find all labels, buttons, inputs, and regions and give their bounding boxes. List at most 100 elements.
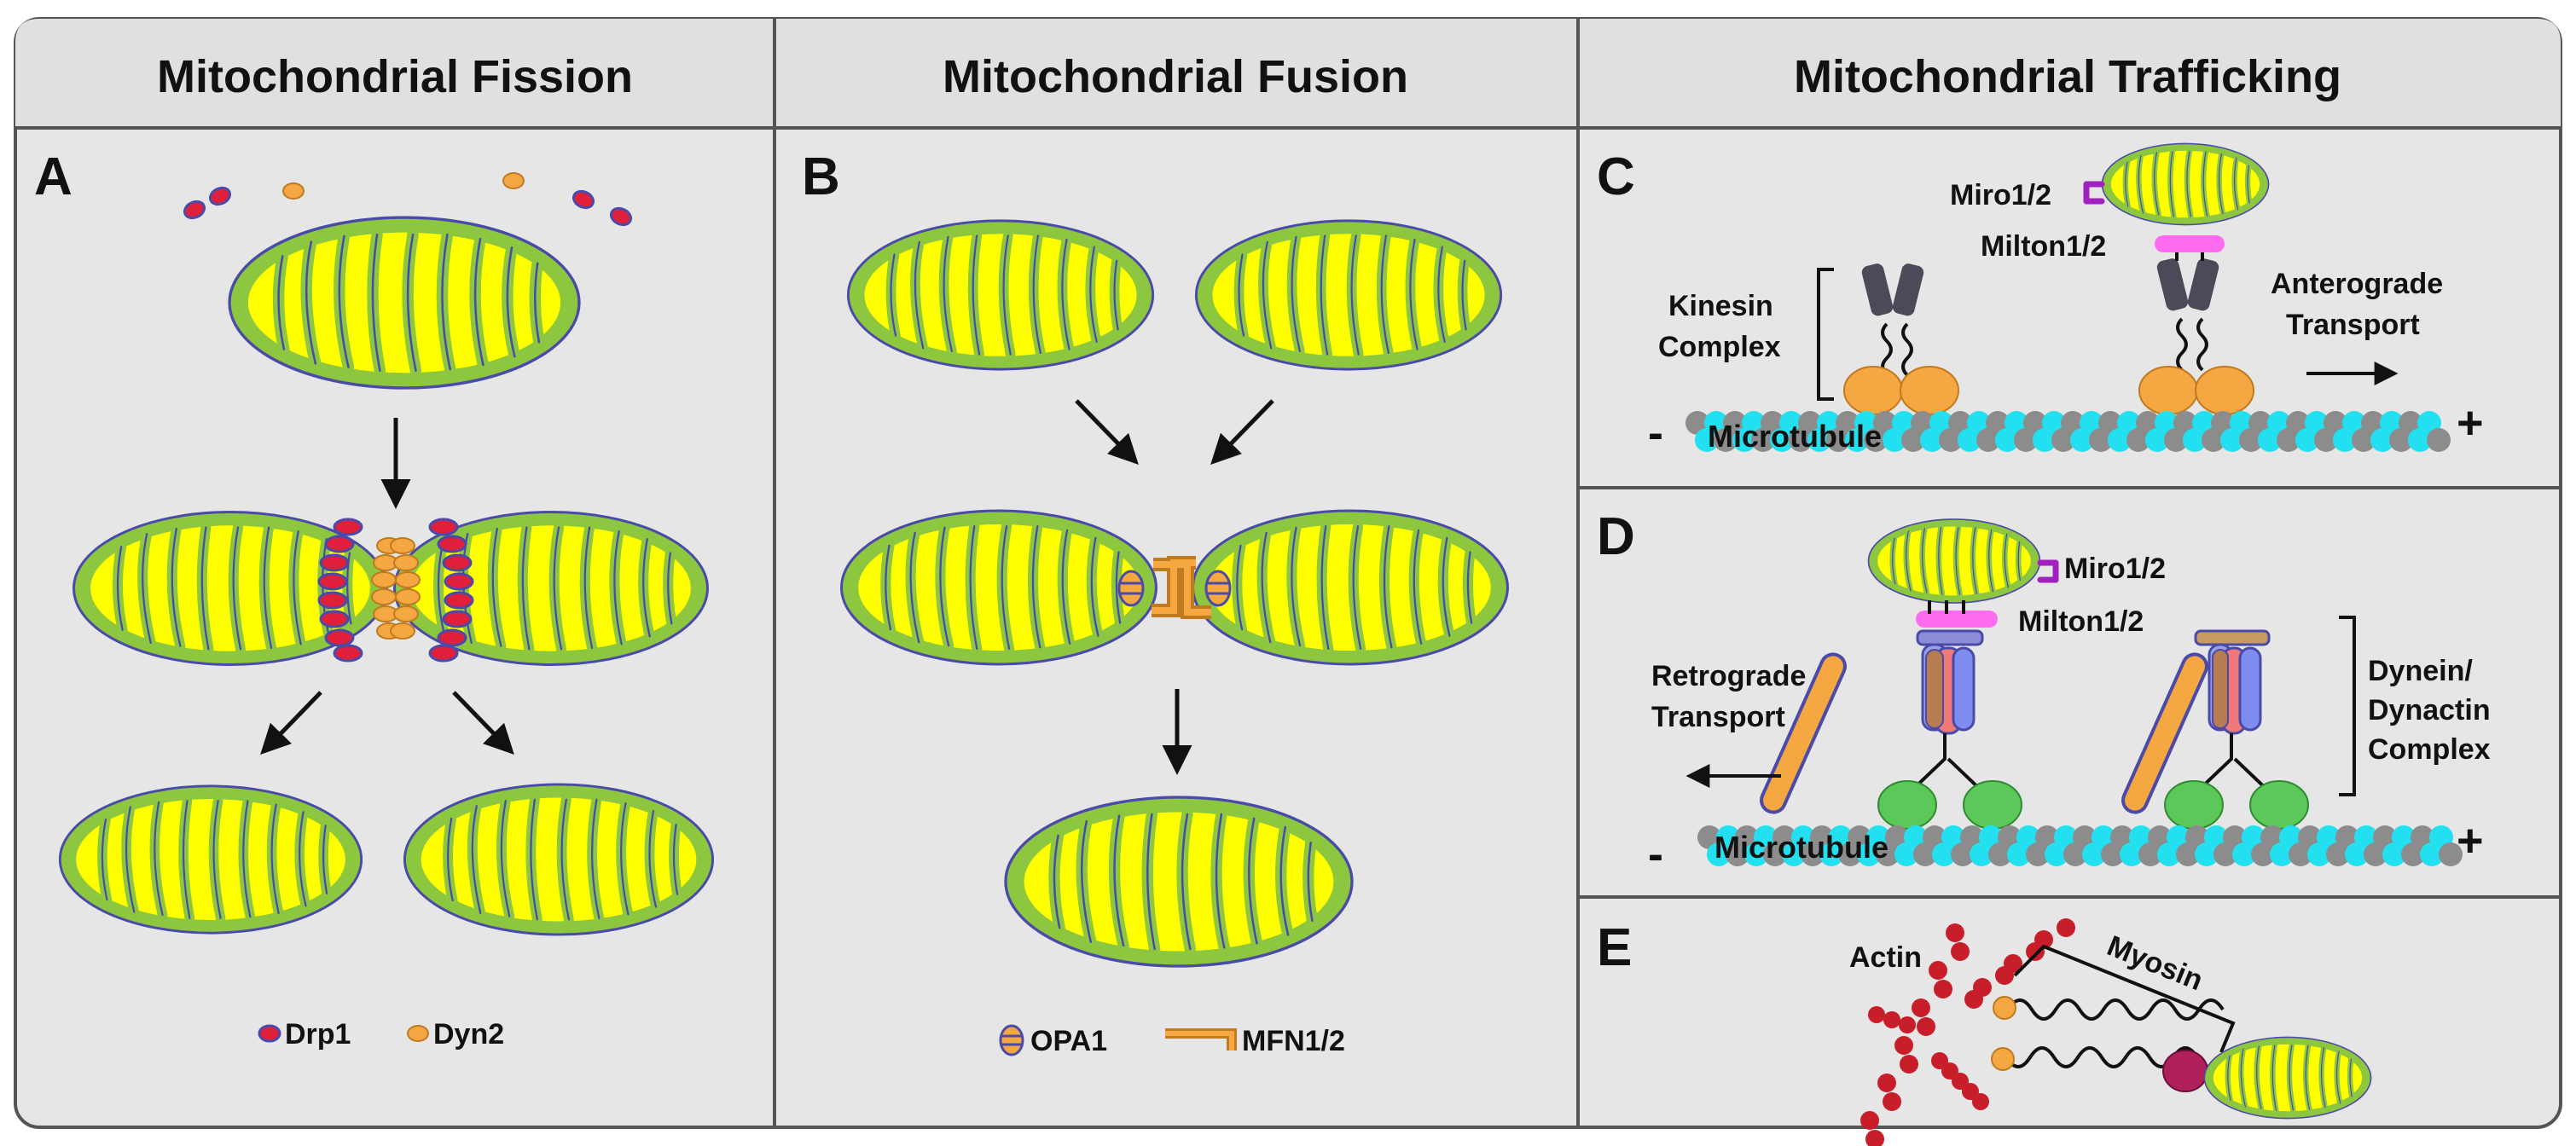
- mitochondrion-d-cargo: [1868, 519, 2039, 603]
- dyn2-ring: [371, 537, 421, 640]
- label-milton-c: Milton1/2: [1981, 230, 2106, 263]
- actin-subunit: [1899, 1016, 1916, 1033]
- legend-drp1-label: Drp1: [285, 1018, 351, 1050]
- myosin-head-2: [1991, 1047, 2015, 1071]
- actin-subunit: [1877, 1074, 1896, 1092]
- kinesin-complex-2: [2138, 252, 2254, 415]
- label-milton-d: Milton1/2: [2018, 605, 2144, 638]
- milton-d: [1916, 611, 1998, 628]
- mitochondrion-b-left: [848, 221, 1152, 369]
- mitochondrion-b-tethered-right: [1193, 511, 1508, 664]
- myosin-tail-1: [2006, 998, 2225, 1021]
- actin-subunit: [1865, 1130, 1884, 1146]
- mitochondrion-a-daughter-left: [60, 786, 361, 933]
- actin-subunit: [1894, 1036, 1913, 1055]
- actin-filament: [1860, 918, 2075, 1146]
- kinesin-bracket: [1817, 268, 1834, 401]
- actin-subunit: [1883, 1011, 1900, 1028]
- mitochondrion-e-cargo: [2204, 1037, 2370, 1118]
- actin-subunit: [2057, 918, 2075, 937]
- actin-subunit: [1917, 1017, 1935, 1036]
- label-miro-c: Miro1/2: [1950, 179, 2051, 211]
- label-dynein-3: Complex: [2368, 733, 2491, 766]
- actin-subunit: [2034, 930, 2053, 949]
- panel-letter-a: A: [34, 148, 73, 206]
- legend-opa1-label: OPA1: [1030, 1025, 1107, 1057]
- header-band: [15, 19, 2561, 128]
- arrow-b-2: [1210, 399, 1274, 466]
- label-retrograde-2: Transport: [1651, 701, 1785, 733]
- header-trafficking: Mitochondrial Trafficking: [1794, 51, 2341, 102]
- label-plus-c: +: [2457, 397, 2484, 449]
- legend-drp1-swatch: [258, 1024, 281, 1043]
- label-kinesin-1: Kinesin: [1668, 290, 1773, 322]
- miro-c: [2083, 181, 2105, 205]
- panel-letter-e: E: [1597, 918, 1632, 977]
- actin-subunit: [1868, 1006, 1885, 1023]
- actin-subunit: [1860, 1111, 1879, 1130]
- label-kinesin-2: Complex: [1658, 331, 1781, 363]
- legend-fission: Drp1 Dyn2: [258, 1018, 504, 1050]
- myosin-head-1: [1993, 996, 2016, 1020]
- miro-d: [2037, 559, 2059, 583]
- label-plus-d: +: [2457, 815, 2484, 866]
- milton-c: [2155, 235, 2225, 252]
- opa1-left: [1117, 570, 1145, 607]
- panel-b-fusion: OPA1 MFN1/2: [842, 221, 1508, 1057]
- opa1-right: [1204, 570, 1232, 607]
- panel-a-fission: Drp1 Dyn2: [60, 172, 712, 1050]
- legend-dyn2-swatch: [407, 1025, 429, 1042]
- header-fission: Mitochondrial Fission: [157, 51, 633, 102]
- actin-subunit: [1951, 942, 1970, 961]
- label-microtubule-d: Microtubule: [1714, 830, 1888, 865]
- myosin-bracket: [2013, 944, 2236, 1053]
- label-anterograde-2: Transport: [2286, 309, 2420, 341]
- mitochondrion-a-daughter-right: [404, 784, 712, 935]
- kinesin-complex-1: [1843, 263, 1959, 415]
- panel-letter-c: C: [1597, 148, 1635, 206]
- microtubule-d: [1697, 825, 2463, 866]
- microtubule-c: [1685, 411, 2451, 452]
- label-dynein-2: Dynactin: [2368, 694, 2491, 726]
- label-retrograde-1: Retrograde: [1651, 660, 1806, 692]
- mitochondrion-b-right: [1196, 221, 1500, 369]
- panel-letter-b: B: [802, 148, 840, 206]
- actin-subunit: [2004, 954, 2022, 973]
- label-minus-c: -: [1648, 408, 1663, 459]
- mitochondrion-a-parent: [229, 217, 579, 388]
- label-microtubule-c: Microtubule: [1708, 419, 1882, 454]
- dynein-complex-1: [1760, 600, 2022, 830]
- panel-letter-d: D: [1597, 507, 1635, 566]
- actin-subunit: [1972, 1093, 1989, 1110]
- myosin-cargo-adaptor: [2162, 1050, 2208, 1092]
- label-miro-d: Miro1/2: [2064, 553, 2166, 585]
- legend-mfn-label: MFN1/2: [1242, 1025, 1345, 1057]
- panel-d-retrograde: Miro1/2 Milton1/2: [1648, 519, 2491, 880]
- arrow-a-3: [452, 691, 514, 755]
- arrow-b-1: [1075, 399, 1139, 466]
- header-fusion: Mitochondrial Fusion: [943, 51, 1408, 102]
- label-minus-d: -: [1648, 829, 1663, 880]
- legend-fusion: OPA1 MFN1/2: [999, 1024, 1345, 1057]
- actin-subunit: [1929, 961, 1947, 980]
- label-dynein-1: Dynein/: [2368, 655, 2473, 687]
- legend-opa1-swatch: [999, 1024, 1024, 1056]
- dynein-bracket: [2339, 616, 2356, 796]
- free-fission-proteins: [183, 172, 633, 227]
- mitochondrion-b-tethered-left: [842, 511, 1157, 664]
- actin-subunit: [1934, 980, 1952, 998]
- arrow-a-2: [260, 691, 322, 755]
- microtubule-subunit: [2427, 428, 2451, 452]
- myosin-tail-2: [2005, 1046, 2223, 1068]
- mitochondrion-c-cargo: [2102, 143, 2268, 224]
- panel-c-anterograde: Miro1/2 Milton1/2 Kinesin Complex: [1648, 143, 2484, 459]
- actin-subunit: [1912, 998, 1930, 1017]
- actin-subunit: [1900, 1055, 1918, 1074]
- actin-subunit: [1946, 923, 1964, 942]
- dynein-complex-2: [2121, 629, 2309, 830]
- mitochondrion-b-fused: [1006, 797, 1352, 966]
- drp1-ring: [317, 518, 474, 663]
- label-actin: Actin: [1849, 941, 1922, 974]
- microtubule-subunit: [2439, 842, 2463, 866]
